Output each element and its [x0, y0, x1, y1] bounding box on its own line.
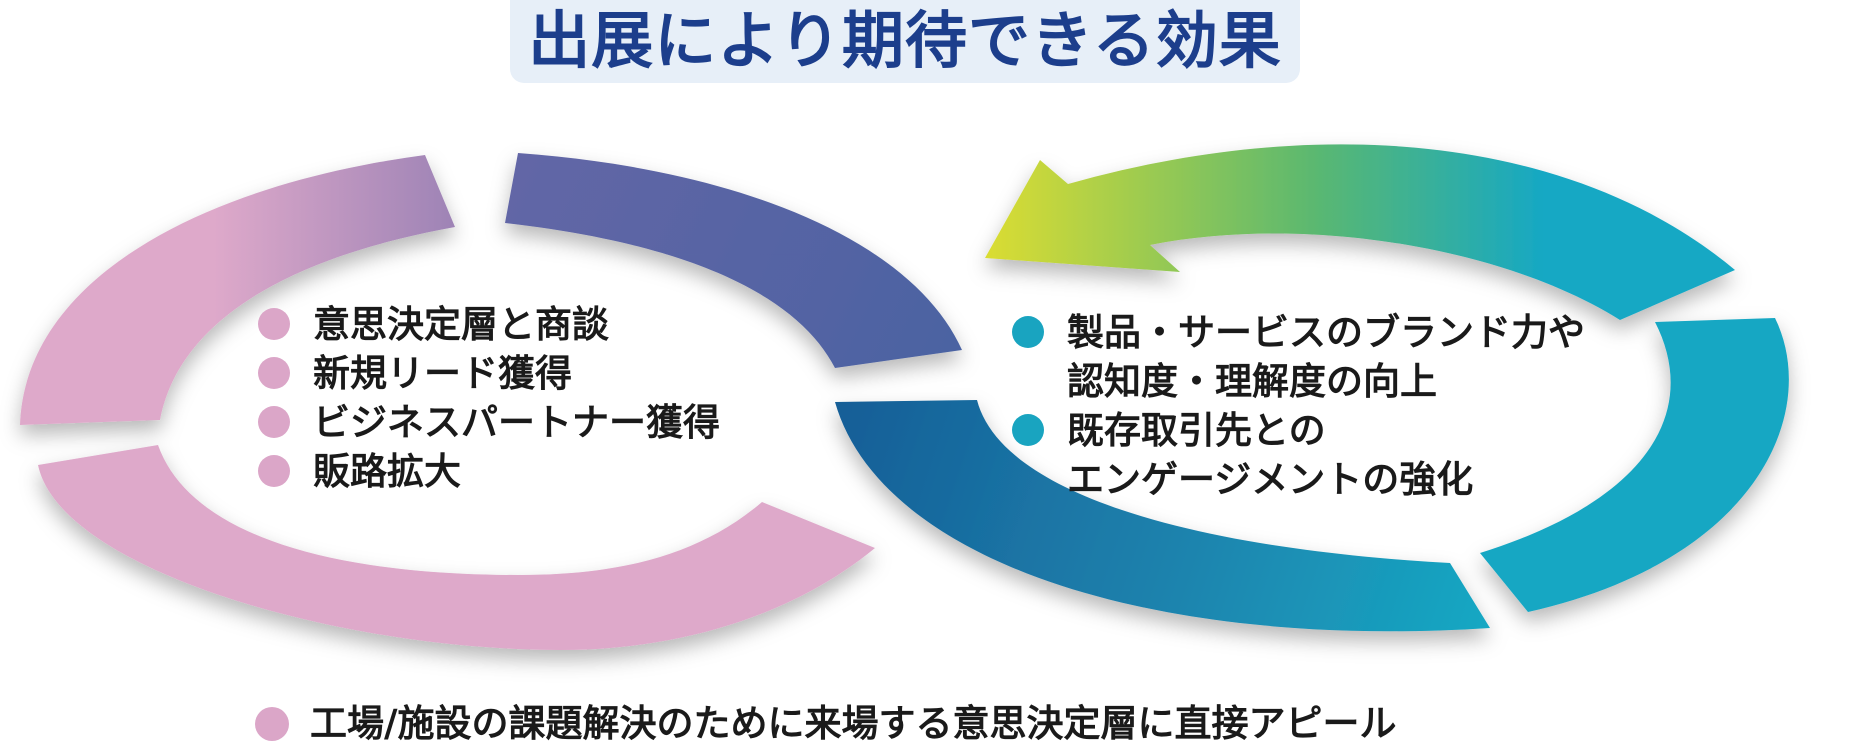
list-item-continuation: 認知度・理解度の向上 — [1067, 360, 1437, 403]
page-title: 出展により期待できる効果 — [528, 4, 1282, 77]
right-cycle-segment-bottom — [835, 400, 1490, 632]
bullet-dot-icon — [258, 357, 290, 389]
title-banner: 出展により期待できる効果 — [510, 0, 1300, 83]
footer-text: 工場/施設の課題解決のために来場する意思決定層に直接アピール — [310, 702, 1397, 745]
bullet-dot-icon — [258, 406, 290, 438]
right-benefit-list: 製品・サービスのブランド力や 認知度・理解度の向上 既存取引先との エンゲージメ… — [1012, 308, 1585, 504]
bullet-dot-icon — [1012, 414, 1044, 446]
left-cycle-segment-bottom — [38, 445, 875, 650]
list-item: ビジネスパートナー獲得 — [258, 398, 720, 447]
right-cycle-segment-right — [1480, 318, 1789, 612]
list-item: 新規リード獲得 — [258, 349, 720, 398]
left-cycle-segment-top-right — [505, 153, 962, 368]
left-benefit-list: 意思決定層と商談 新規リード獲得 ビジネスパートナー獲得 販路拡大 — [258, 300, 720, 496]
bullet-dot-icon — [258, 455, 290, 487]
list-item: 販路拡大 — [258, 447, 720, 496]
list-item: 製品・サービスのブランド力や — [1012, 308, 1585, 357]
bullet-dot-icon — [258, 308, 290, 340]
list-item: 既存取引先との — [1012, 406, 1585, 455]
bullet-dot-icon — [1012, 316, 1044, 348]
list-item-continuation: エンゲージメントの強化 — [1067, 458, 1474, 501]
footer-note: 工場/施設の課題解決のために来場する意思決定層に直接アピール — [255, 700, 1397, 748]
left-cycle-segment-top-left — [20, 155, 455, 425]
bullet-dot-icon — [255, 707, 289, 741]
list-item: 意思決定層と商談 — [258, 300, 720, 349]
right-cycle-arrow-top — [985, 144, 1735, 320]
